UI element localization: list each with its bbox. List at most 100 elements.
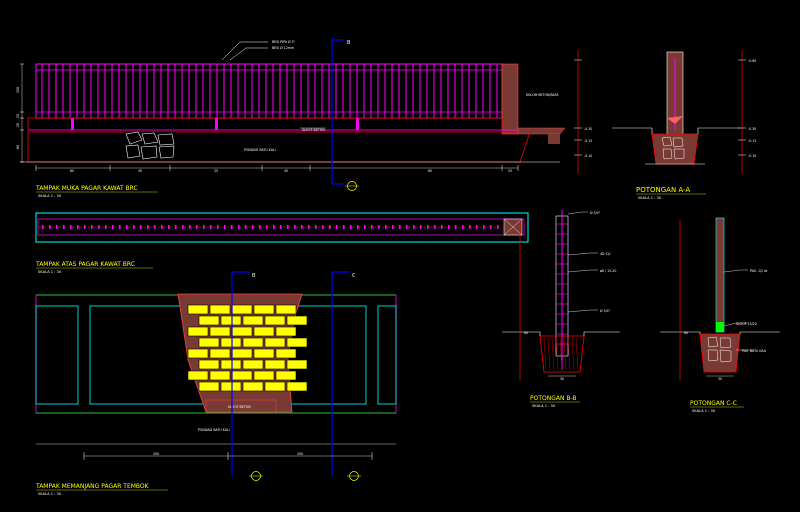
scale-section-c: SKALA 1 : 30 bbox=[692, 409, 716, 413]
bar-plan-mark bbox=[434, 225, 436, 229]
title-section-b: POTONGAN B-B bbox=[530, 395, 577, 402]
section-a: -0.30 -0.15 -0.10 -0.60 POTONGAN A-A SKA… bbox=[612, 50, 756, 200]
bar-plan-mark bbox=[105, 225, 107, 229]
bar-plan-mark bbox=[245, 225, 247, 229]
brick bbox=[264, 359, 286, 370]
bar-plan-mark bbox=[196, 225, 198, 229]
brick bbox=[264, 315, 286, 326]
brick bbox=[253, 370, 275, 381]
label-rubble: PAS. BATU KALI bbox=[742, 349, 766, 353]
brick bbox=[187, 326, 209, 337]
brick bbox=[253, 348, 275, 359]
bar-plan-mark bbox=[420, 225, 422, 229]
dim-label: -0.15 bbox=[584, 139, 592, 143]
bar-plan-mark bbox=[364, 225, 366, 229]
dim-label: -0.30 bbox=[584, 127, 592, 131]
bar-plan-mark bbox=[175, 225, 177, 229]
brick bbox=[242, 337, 264, 348]
title-long-view: TAMPAK MEMANJANG PAGAR TEMBOK bbox=[35, 483, 150, 490]
label-pipe-bottom: Ø 3/4" bbox=[600, 308, 611, 313]
scale-long-view: SKALA 1 : 30 bbox=[38, 492, 62, 496]
bar-plan-mark bbox=[147, 225, 149, 229]
label-sloof: SLOOF BETON bbox=[302, 128, 325, 132]
dim-label: 20 bbox=[16, 123, 20, 127]
bar-plan-mark bbox=[406, 225, 408, 229]
dim-label: 25 bbox=[214, 169, 218, 173]
scale-top-view: SKALA 1 : 30 bbox=[38, 270, 62, 274]
scale-front-view: SKALA 1 : 30 bbox=[38, 194, 62, 198]
brick bbox=[187, 370, 209, 381]
bar-plan-mark bbox=[392, 225, 394, 229]
bar-plan-mark bbox=[322, 225, 324, 229]
title-front-view: TAMPAK MUKA PAGAR KAWAT BRC bbox=[35, 185, 138, 192]
section-mark-c-long: C bbox=[352, 273, 356, 279]
brick bbox=[242, 359, 264, 370]
brick bbox=[242, 315, 264, 326]
brick bbox=[209, 326, 231, 337]
label-foundation: PONDASI BATU KALI bbox=[244, 148, 276, 152]
bar-plan-mark bbox=[483, 225, 485, 229]
bar-plan-mark bbox=[259, 225, 261, 229]
bar-plan-mark bbox=[161, 225, 163, 229]
dim-label: 45 bbox=[138, 169, 142, 173]
bar-plan-mark bbox=[308, 225, 310, 229]
top-view: TAMPAK ATAS PAGAR KAWAT BRC SKALA 1 : 30 bbox=[35, 212, 529, 274]
bar-plan-mark bbox=[70, 225, 72, 229]
bar-plan-mark bbox=[266, 225, 268, 229]
brick bbox=[275, 370, 297, 381]
label-sloof-long: SLOOF BETON bbox=[228, 405, 251, 409]
top-view-bars bbox=[42, 225, 499, 229]
brick bbox=[286, 381, 308, 392]
label-stirrup: ø8 / 15-20 bbox=[600, 269, 616, 273]
bar-plan-mark bbox=[133, 225, 135, 229]
brick bbox=[275, 304, 297, 315]
bar-plan-mark bbox=[168, 225, 170, 229]
bar-plan-mark bbox=[273, 225, 275, 229]
bar-plan-mark bbox=[140, 225, 142, 229]
front-dims-bottom: 60 45 25 45 60 25 bbox=[70, 169, 512, 173]
dim-label: 15 bbox=[16, 114, 20, 118]
section-c: 30 60 PAS. 1/2 bt SLOOF 15/20 PAS. BATU … bbox=[660, 217, 780, 413]
label-pipe: Ø 3/4" bbox=[590, 210, 601, 215]
stone-foundation bbox=[27, 131, 531, 163]
dim-label: 60 bbox=[428, 169, 432, 173]
brick bbox=[231, 370, 253, 381]
dim-label: 150 bbox=[16, 87, 20, 93]
bar-plan-mark bbox=[84, 225, 86, 229]
section-b: 30 60 Ø 3/4" 4D 12/ ø8 / 15-20 Ø 3/4" PO… bbox=[502, 210, 620, 408]
bar-plan-mark bbox=[91, 225, 93, 229]
brick bbox=[198, 337, 220, 348]
bar-plan-mark bbox=[385, 225, 387, 229]
brick bbox=[242, 381, 264, 392]
brick-pattern bbox=[187, 304, 308, 392]
brick bbox=[198, 359, 220, 370]
bar-plan-mark bbox=[476, 225, 478, 229]
bar-plan-mark bbox=[399, 225, 401, 229]
bar-plan-mark bbox=[469, 225, 471, 229]
bar-plan-mark bbox=[182, 225, 184, 229]
brick bbox=[264, 337, 286, 348]
rubble-stones bbox=[124, 131, 176, 160]
brick bbox=[209, 370, 231, 381]
bar-plan-mark bbox=[448, 225, 450, 229]
bar-plan-mark bbox=[49, 225, 51, 229]
label-sloof: SLOOF 15/20 bbox=[736, 322, 757, 326]
title-top-view: TAMPAK ATAS PAGAR KAWAT BRC bbox=[35, 261, 135, 268]
brick bbox=[275, 348, 297, 359]
dim-label: -0.60 bbox=[748, 59, 756, 63]
brick bbox=[286, 359, 308, 370]
bar-plan-mark bbox=[413, 225, 415, 229]
bar-plan-mark bbox=[343, 225, 345, 229]
brick bbox=[253, 326, 275, 337]
brick bbox=[286, 337, 308, 348]
brick bbox=[220, 315, 242, 326]
scale-section-a: SKALA 1 : 30 bbox=[638, 196, 662, 200]
bar-plan-mark bbox=[329, 225, 331, 229]
bar-plan-mark bbox=[455, 225, 457, 229]
bar-plan-mark bbox=[315, 225, 317, 229]
dim-label: 45 bbox=[284, 169, 288, 173]
bar-plan-mark bbox=[350, 225, 352, 229]
bar-plan-mark bbox=[77, 225, 79, 229]
